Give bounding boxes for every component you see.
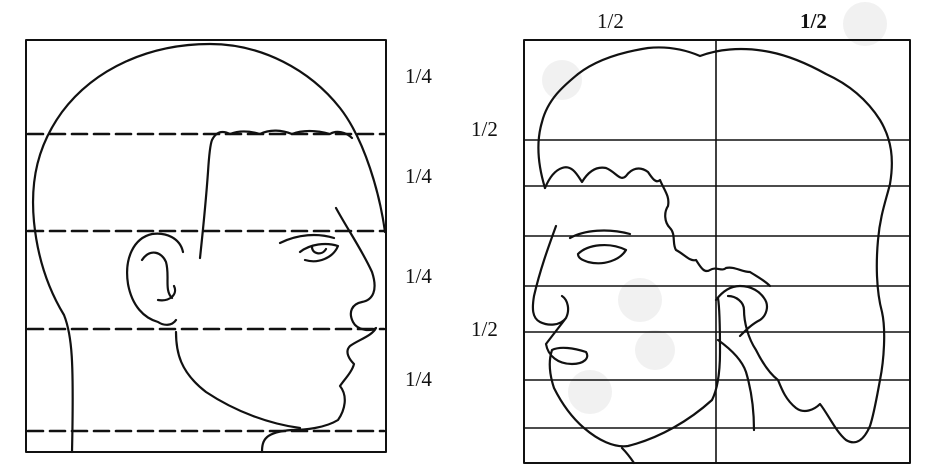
right-top-half-label-1: 1/2 <box>597 9 624 33</box>
left-quarter-label-2: 1/4 <box>405 164 432 188</box>
ear-right <box>714 284 769 338</box>
left-profile-diagram <box>25 39 387 454</box>
neck-side <box>620 338 756 465</box>
ear <box>126 232 185 326</box>
right-frame <box>523 39 911 464</box>
right-side-half-label-2: 1/2 <box>471 317 498 341</box>
head-back-outline <box>31 42 387 454</box>
left-quarter-label-1: 1/4 <box>405 64 432 88</box>
hair-outline <box>537 46 893 444</box>
right-three-quarter-diagram <box>523 2 911 465</box>
hairline <box>198 129 354 260</box>
faint-background-marks <box>542 2 887 414</box>
jaw-line <box>174 330 302 430</box>
eye <box>278 233 340 263</box>
hair-fringe <box>543 166 772 288</box>
face-profile-outline <box>260 206 378 454</box>
eye-right <box>568 229 632 265</box>
left-quarter-label-4: 1/4 <box>405 367 432 391</box>
face-profile-outline-right <box>531 224 722 448</box>
left-quarter-guides <box>26 132 386 433</box>
right-side-half-label-1: 1/2 <box>471 117 498 141</box>
left-quarter-label-3: 1/4 <box>405 264 432 288</box>
right-top-half-label-2: 1/2 <box>800 9 827 33</box>
left-frame <box>25 39 387 453</box>
